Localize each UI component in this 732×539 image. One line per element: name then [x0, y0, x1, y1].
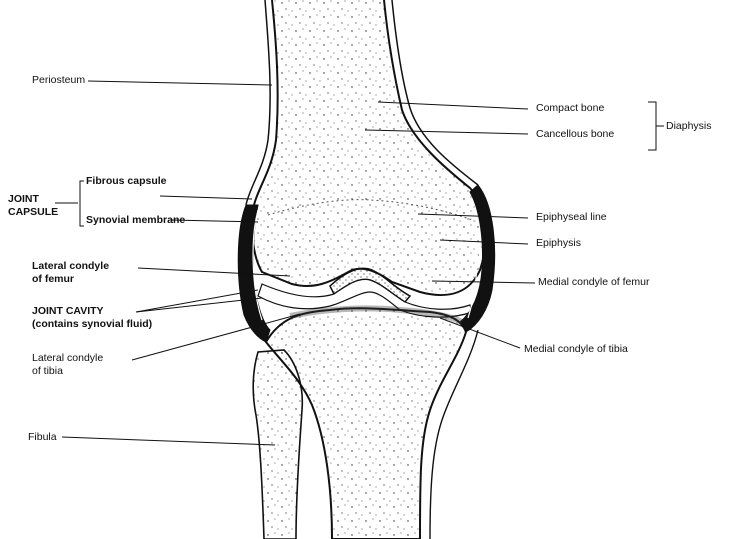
label-diaphysis: Diaphysis	[666, 120, 712, 132]
label-epiphysis: Epiphysis	[536, 237, 581, 249]
femur-outline	[252, 0, 485, 295]
label-joint-capsule-line2: CAPSULE	[8, 206, 58, 218]
label-lateral-condyle-tibia-line1: Lateral condyle	[32, 352, 103, 364]
label-joint-capsule-line1: JOINT	[8, 193, 39, 205]
label-periosteum: Periosteum	[32, 74, 85, 86]
label-fibula: Fibula	[28, 431, 57, 443]
label-lateral-condyle-femur-line1: Lateral condyle	[32, 260, 109, 272]
label-medial-condyle-femur: Medial condyle of femur	[538, 276, 649, 288]
label-joint-cavity-line2: (contains synovial fluid)	[32, 318, 152, 330]
label-cancellous-bone: Cancellous bone	[536, 128, 614, 140]
label-synovial-membrane: Synovial membrane	[86, 214, 185, 226]
label-lateral-condyle-femur-line2: of femur	[32, 273, 74, 285]
label-lateral-condyle-tibia-line2: of tibia	[32, 365, 63, 377]
label-compact-bone: Compact bone	[536, 102, 604, 114]
label-medial-condyle-tibia: Medial condyle of tibia	[524, 343, 628, 355]
label-fibrous-capsule: Fibrous capsule	[86, 175, 167, 187]
label-epiphyseal-line: Epiphyseal line	[536, 211, 607, 223]
label-joint-cavity-line1: JOINT CAVITY	[32, 305, 104, 317]
